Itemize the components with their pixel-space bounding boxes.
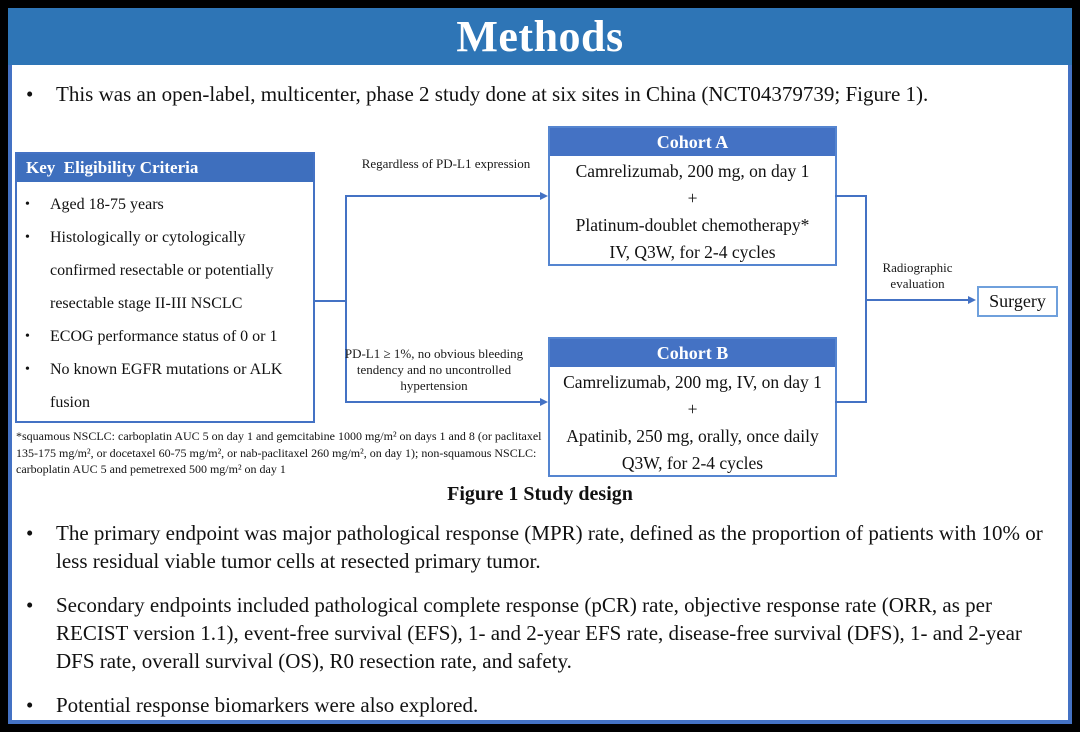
- bullet-dot-icon: [25, 221, 50, 320]
- cohort-a-header: Cohort A: [550, 128, 835, 156]
- list-item: No known EGFR mutations or ALK fusion: [25, 353, 307, 419]
- endpoint-bullets: The primary endpoint was major pathologi…: [26, 519, 1058, 732]
- bullet-dot-icon: [25, 188, 50, 221]
- endpoint-bullet-text: The primary endpoint was major pathologi…: [56, 521, 1043, 573]
- branch-bottom-label: PD-L1 ≥ 1%, no obvious bleeding tendency…: [344, 346, 524, 393]
- cohort-b-line: Apatinib, 250 mg, orally, once daily: [566, 426, 819, 446]
- intro-bullet: This was an open-label, multicenter, pha…: [26, 80, 1066, 108]
- connector-line: [835, 195, 867, 197]
- evaluation-label: Radiographic evaluation: [882, 260, 953, 291]
- connector-line: [345, 195, 347, 403]
- cohort-a-line: Camrelizumab, 200 mg, on day 1: [575, 161, 810, 181]
- title-bar: Methods: [8, 8, 1072, 65]
- cohort-b-body: Camrelizumab, 200 mg, IV, on day 1 + Apa…: [550, 367, 835, 477]
- bullet-dot-icon: [26, 691, 56, 719]
- eligibility-item-text: ECOG performance status of 0 or 1: [50, 328, 278, 345]
- arrowhead-icon: [540, 192, 548, 200]
- eligibility-list: Aged 18-75 years Histologically or cytol…: [17, 182, 313, 419]
- bullet-dot-icon: [26, 591, 56, 675]
- cohort-a-line: IV, Q3W, for 2-4 cycles: [609, 242, 776, 262]
- eligibility-item-text: Aged 18-75 years: [50, 196, 164, 213]
- cohort-a-box: Cohort A Camrelizumab, 200 mg, on day 1 …: [548, 126, 837, 266]
- surgery-label: Surgery: [989, 291, 1046, 311]
- intro-bullet-text: This was an open-label, multicenter, pha…: [56, 82, 929, 106]
- plus-sign: +: [687, 399, 698, 419]
- endpoint-bullet-text: Secondary endpoints included pathologica…: [56, 593, 1022, 673]
- list-item: Histologically or cytologically confirme…: [25, 221, 307, 320]
- cohort-b-line: Q3W, for 2-4 cycles: [621, 453, 764, 473]
- bullet-dot-icon: [25, 320, 50, 353]
- eligibility-item-text: No known EGFR mutations or ALK fusion: [50, 361, 283, 411]
- branch-top-label: Regardless of PD-L1 expression: [361, 156, 531, 171]
- connector-line: [345, 195, 541, 197]
- list-item: The primary endpoint was major pathologi…: [26, 519, 1058, 575]
- connector-line: [345, 401, 541, 403]
- endpoint-bullet-text: Potential response biomarkers were also …: [56, 693, 479, 717]
- cohort-b-header: Cohort B: [550, 339, 835, 367]
- connector-line: [313, 300, 347, 302]
- list-item: Potential response biomarkers were also …: [26, 691, 1058, 719]
- arrowhead-icon: [968, 296, 976, 304]
- eligibility-header: Key Eligibility Criteria: [17, 154, 313, 182]
- chemo-footnote: *squamous NSCLC: carboplatin AUC 5 on da…: [16, 429, 542, 476]
- bullet-dot-icon: [26, 519, 56, 575]
- cohort-a-line: Platinum-doublet chemotherapy*: [575, 215, 810, 235]
- bullet-dot-icon: [25, 353, 50, 419]
- arrowhead-icon: [540, 398, 548, 406]
- list-item: ECOG performance status of 0 or 1: [25, 320, 307, 353]
- list-item: Secondary endpoints included pathologica…: [26, 591, 1058, 675]
- bullet-dot-icon: [26, 80, 56, 108]
- surgery-box: Surgery: [977, 286, 1058, 317]
- figure-caption: Figure 1 Study design: [447, 483, 633, 505]
- plus-sign: +: [687, 188, 698, 208]
- connector-line: [865, 299, 969, 301]
- eligibility-box: Key Eligibility Criteria Aged 18-75 year…: [15, 152, 315, 423]
- list-item: Aged 18-75 years: [25, 188, 307, 221]
- connector-line: [835, 401, 867, 403]
- page-title: Methods: [456, 12, 624, 61]
- cohort-b-line: Camrelizumab, 200 mg, IV, on day 1: [563, 372, 822, 392]
- cohort-b-box: Cohort B Camrelizumab, 200 mg, IV, on da…: [548, 337, 837, 477]
- cohort-a-body: Camrelizumab, 200 mg, on day 1 + Platinu…: [550, 156, 835, 266]
- eligibility-item-text: Histologically or cytologically confirme…: [50, 229, 274, 312]
